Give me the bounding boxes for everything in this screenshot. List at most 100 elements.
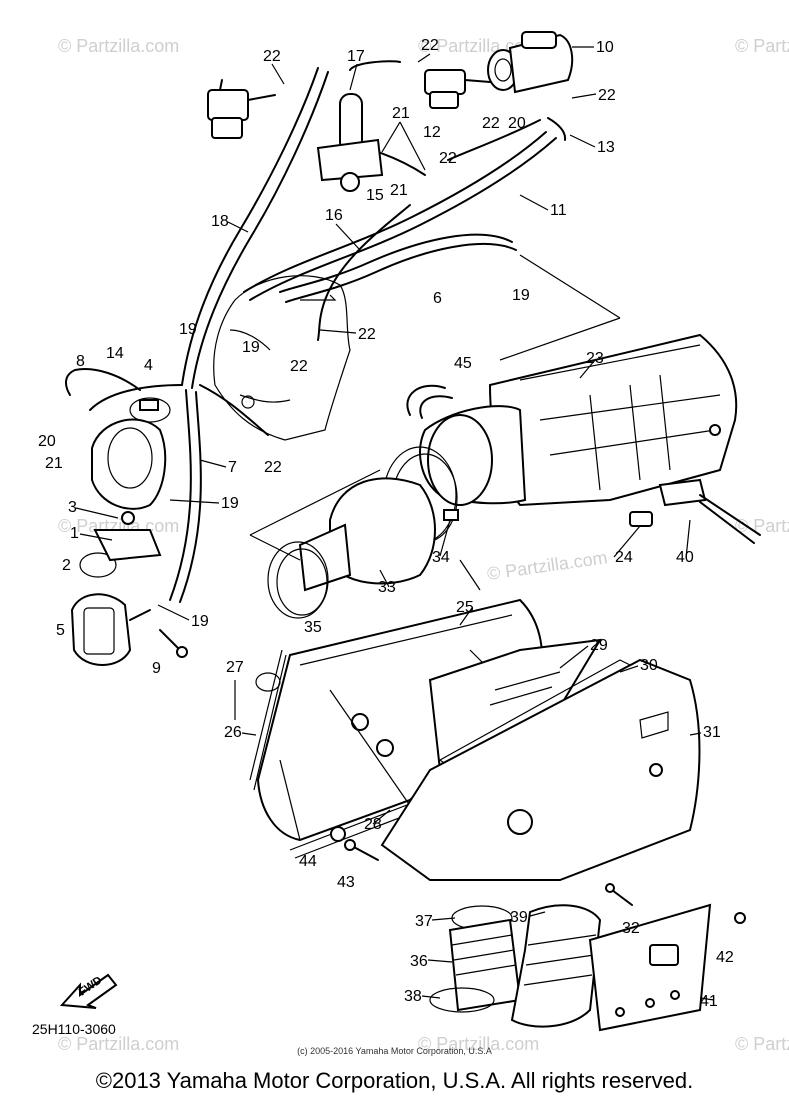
part-1-carb-joint — [91, 418, 167, 510]
callout-34: 34 — [432, 549, 450, 566]
callout-22: 22 — [439, 150, 457, 167]
watermark-text: © Partzilla.com — [58, 36, 179, 56]
callout-12: 12 — [423, 124, 441, 141]
callout-22: 22 — [290, 358, 308, 375]
guide-lines — [234, 254, 621, 720]
callout-16: 16 — [325, 207, 343, 224]
intake-duct — [419, 405, 527, 506]
callout-41: 41 — [700, 993, 718, 1010]
callout-38: 38 — [404, 988, 422, 1005]
solenoid-valve-right — [424, 69, 491, 109]
callout-2: 2 — [62, 557, 71, 574]
part-45-elbow-hose — [406, 384, 453, 419]
part-10-vacuum-canister — [487, 31, 574, 94]
fwd-arrow-icon: FWD — [59, 973, 118, 1009]
callout-42: 42 — [716, 949, 734, 966]
part-42-bolt — [734, 912, 746, 924]
part-27-oring — [255, 672, 281, 692]
callout-8: 8 — [76, 353, 85, 370]
callout-19: 19 — [179, 321, 197, 338]
callout-22: 22 — [598, 87, 616, 104]
callout-30: 30 — [640, 657, 658, 674]
callout-3: 3 — [68, 499, 77, 516]
watermark-text: © Partzilla.com — [735, 1034, 789, 1054]
watermark-text: © Partzilla.com — [735, 36, 789, 56]
solenoid-valve-left — [207, 79, 276, 139]
callout-22: 22 — [482, 115, 500, 132]
callout-22: 22 — [358, 326, 376, 343]
callout-29: 29 — [590, 637, 608, 654]
callout-4: 4 — [144, 357, 153, 374]
callout-18: 18 — [211, 213, 229, 230]
callout-33: 33 — [378, 579, 396, 596]
part-43-bolt — [344, 839, 379, 861]
callout-45: 45 — [454, 355, 472, 372]
part-29-filter-element — [428, 638, 602, 772]
callout-13: 13 — [597, 139, 615, 156]
callout-26: 26 — [224, 724, 242, 741]
callout-21: 21 — [45, 455, 63, 472]
callout-11: 11 — [550, 202, 567, 219]
leader-lines — [75, 46, 715, 1001]
callout-39: 39 — [510, 909, 528, 926]
callout-19: 19 — [221, 495, 239, 512]
watermark-text: © Partzilla.com — [58, 1034, 179, 1054]
callout-36: 36 — [410, 953, 428, 970]
part-32-bolt — [605, 883, 633, 906]
callout-37: 37 — [415, 913, 433, 930]
callout-31: 31 — [703, 724, 721, 741]
part-4-clamp — [129, 397, 171, 423]
callout-15: 15 — [366, 187, 384, 204]
callout-22: 22 — [263, 48, 281, 65]
callout-24: 24 — [615, 549, 633, 566]
part-33-intake-boot — [298, 477, 436, 592]
diagram-code: 25H110-3060 — [32, 1021, 116, 1037]
part-17-valve-assembly — [316, 93, 384, 192]
part-26-gasket — [249, 649, 287, 791]
callout-5: 5 — [56, 622, 65, 639]
part-41-bracket — [588, 903, 712, 1032]
copyright-small: (c) 2005-2016 Yamaha Motor Corporation, … — [297, 1046, 492, 1056]
part-38-clamp — [429, 987, 495, 1013]
callout-10: 10 — [596, 39, 614, 56]
part-2-oring — [79, 529, 162, 578]
callout-35: 35 — [304, 619, 322, 636]
callout-20: 20 — [38, 433, 56, 450]
callout-9: 9 — [152, 660, 161, 677]
callout-labels: 10 22 17 22 22 21 22 20 12 13 22 15 21 1… — [38, 37, 734, 1010]
part-31-airbox-cover — [380, 658, 701, 881]
callout-43: 43 — [337, 874, 355, 891]
callout-7: 7 — [228, 459, 237, 476]
callout-1: 1 — [70, 525, 79, 542]
engine-outline — [213, 275, 351, 441]
callout-44: 44 — [299, 853, 317, 870]
callout-17: 17 — [347, 48, 365, 65]
part-3-screw — [121, 511, 135, 525]
callout-23: 23 — [586, 350, 604, 367]
callout-25: 25 — [456, 599, 474, 616]
callout-14: 14 — [106, 345, 124, 362]
callout-40: 40 — [676, 549, 694, 566]
callout-6: 6 — [433, 290, 442, 307]
callout-32: 32 — [622, 920, 640, 937]
vacuum-hoses — [65, 60, 567, 603]
watermark-text: © Partzilla.com — [418, 1034, 539, 1054]
callout-22: 22 — [421, 37, 439, 54]
callout-21: 21 — [392, 105, 410, 122]
part-35-clamp — [267, 541, 329, 619]
part-44-washer — [330, 826, 346, 842]
part-40-sensor — [658, 478, 761, 544]
part-24-cap — [629, 511, 653, 527]
copyright-main: ©2013 Yamaha Motor Corporation, U.S.A. A… — [95, 1068, 694, 1093]
part-9-bolt — [159, 629, 188, 658]
part-5-throttle-body — [70, 593, 151, 666]
callout-19: 19 — [242, 339, 260, 356]
callout-19: 19 — [512, 287, 530, 304]
callout-22: 22 — [264, 459, 282, 476]
watermark-text: © Partzilla.com — [735, 516, 789, 536]
watermark-text: © Partzilla.com — [486, 547, 609, 584]
callout-21: 21 — [390, 182, 408, 199]
part-39-duct — [510, 904, 602, 1028]
part-36-duct — [448, 918, 522, 1012]
